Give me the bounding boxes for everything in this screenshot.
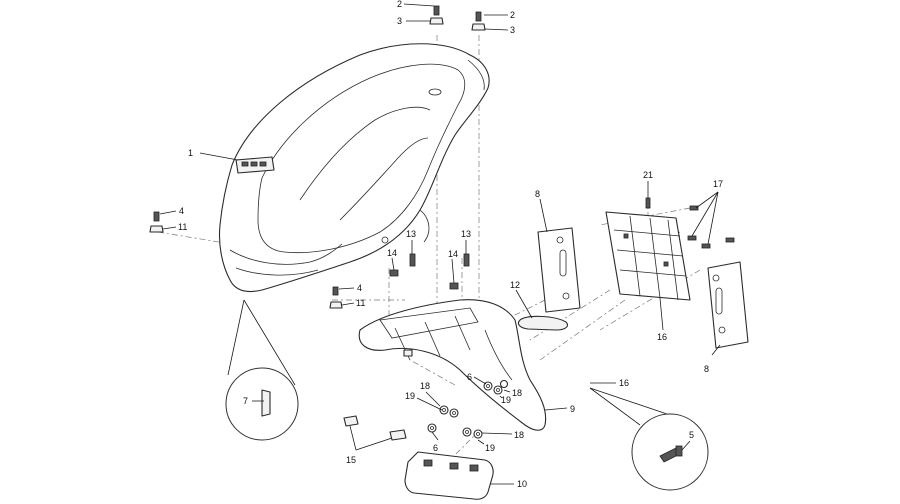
plate-support-left (537, 227, 581, 313)
callout-3-top-right: 3 (510, 25, 515, 35)
callout-10: 10 (517, 479, 527, 489)
callout-15: 15 (346, 455, 356, 465)
callout-8-right: 8 (704, 364, 709, 374)
detail-circle-5 (589, 387, 709, 491)
callout-19-lower: 19 (485, 443, 495, 453)
callout-6-lower: 6 (433, 443, 438, 453)
callout-11-middle: 11 (356, 298, 365, 308)
plate-support-right (707, 261, 749, 349)
callout-21: 21 (643, 170, 653, 180)
callout-1: 1 (188, 148, 193, 158)
callout-4-left: 4 (179, 206, 184, 216)
callout-12: 12 (510, 280, 520, 290)
callout-19-left: 19 (405, 391, 415, 401)
callout-16-right: 16 (657, 332, 667, 342)
callout-13-left: 13 (406, 229, 416, 239)
reflector (517, 315, 569, 331)
rear-fender (358, 299, 547, 431)
callout-8-left: 8 (535, 189, 540, 199)
callout-labels: 1 2 3 2 3 4 11 4 11 13 13 14 14 12 8 8 2… (159, 0, 723, 489)
callout-9: 9 (570, 404, 575, 414)
callout-14-left: 14 (387, 248, 397, 258)
callout-4-middle: 4 (357, 283, 362, 293)
lower-bracket (404, 451, 494, 500)
callout-14-right: 14 (448, 249, 458, 259)
callout-13-right: 13 (461, 229, 471, 239)
callout-7: 7 (243, 396, 248, 406)
callout-3-top-left: 3 (397, 16, 402, 26)
fasteners (149, 5, 735, 441)
callout-5: 5 (689, 430, 694, 440)
callout-17: 17 (713, 179, 723, 189)
detail-circle-7 (225, 299, 299, 441)
callout-11-left: 11 (178, 222, 187, 232)
callout-2-top-left: 2 (397, 0, 402, 9)
rear-body-cowl (218, 43, 490, 293)
callout-18-lower: 18 (514, 430, 524, 440)
callout-18-left: 18 (420, 381, 430, 391)
callout-6-upper: 6 (467, 372, 472, 382)
plate-holder (605, 211, 691, 301)
callout-2-top-right: 2 (510, 10, 515, 20)
callout-16-lower: 16 (619, 378, 629, 388)
callout-18-right: 18 (512, 388, 522, 398)
callout-19-right: 19 (501, 395, 511, 405)
